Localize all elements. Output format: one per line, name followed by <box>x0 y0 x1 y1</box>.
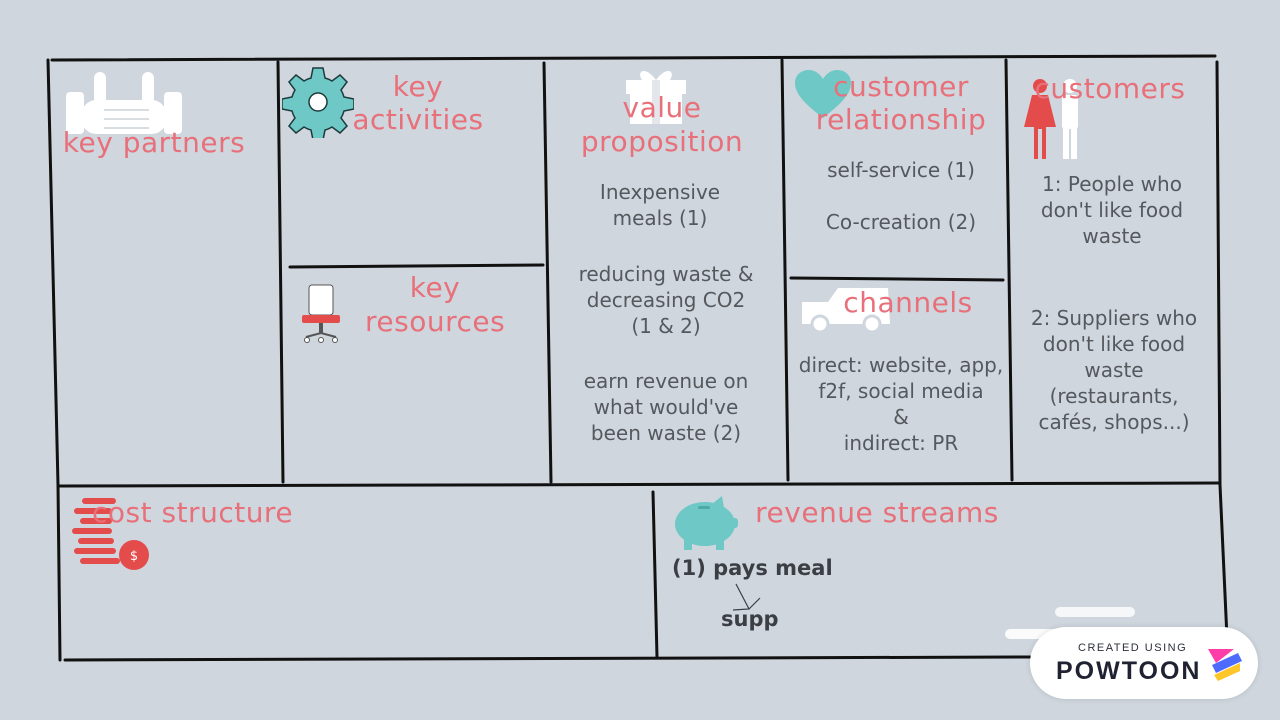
divider-relationship-channels <box>789 276 1005 282</box>
customer-relationship-title-line2: relationship <box>815 103 987 136</box>
revenue-note-2: supp <box>721 607 779 631</box>
value-item-3: earn revenue on what would've been waste… <box>583 369 749 445</box>
office-chair-icon <box>300 283 342 349</box>
divider-partners-activities <box>276 60 285 484</box>
watermark-streak-2 <box>1005 629 1075 639</box>
people-icon <box>1020 77 1086 165</box>
value-item-1: Inexpensive meals (1) <box>599 180 721 230</box>
outer-right-line <box>1215 60 1230 662</box>
relationship-item-1: self-service (1) <box>827 158 975 182</box>
customer-segment-2: 2: Suppliers who don't like food waste (… <box>1030 306 1198 434</box>
divider-activities-resources <box>288 263 545 269</box>
gear-icon <box>281 66 355 142</box>
money-coin-icon: $ <box>70 496 152 574</box>
watermark-small-text: CREATED USING <box>1078 642 1188 654</box>
channels-title: channels <box>843 286 973 319</box>
watermark-streak-1 <box>1055 607 1135 617</box>
outer-bottom-line <box>63 655 1032 662</box>
van-icon <box>800 286 892 338</box>
divider-top-bottom <box>58 481 1222 488</box>
relationship-item-2: Co-creation (2) <box>825 210 977 234</box>
cost-structure-title: cost structure <box>92 496 294 529</box>
divider-cost-revenue <box>651 490 659 659</box>
heart-icon <box>795 70 851 124</box>
value-proposition-title-line2: proposition <box>580 125 744 158</box>
key-resources-title-line2: resources <box>365 305 506 338</box>
value-item-2: reducing waste & decreasing CO2 (1 & 2) <box>578 262 754 338</box>
key-resources-title-line1: key <box>409 271 461 304</box>
customer-relationship-title-line1: customer <box>833 70 969 103</box>
divider-value-relationship <box>780 58 790 482</box>
customers-title: customers <box>1034 72 1186 105</box>
handshake-icon <box>64 70 184 144</box>
divider-activities-value <box>542 61 553 484</box>
powtoon-logo-icon <box>1204 643 1244 687</box>
outer-left-line <box>46 58 62 662</box>
revenue-note-1: (1) pays meal <box>672 556 833 580</box>
powtoon-watermark[interactable]: CREATED USING POWTOON <box>1030 627 1258 699</box>
piggy-bank-icon <box>672 496 738 556</box>
customer-segment-1: 1: People who don't like food waste <box>1040 172 1184 248</box>
key-activities-title-line1: key <box>392 70 444 103</box>
svg-text:$: $ <box>130 549 138 564</box>
divider-relationship-customers <box>1004 58 1014 482</box>
outer-top-line <box>50 54 1217 62</box>
key-partners-title: key partners <box>62 126 246 159</box>
value-proposition-title-line1: value <box>622 91 702 124</box>
key-activities-title-line2: activities <box>352 103 484 136</box>
channels-text: direct: website, app, f2f, social media … <box>798 353 1004 455</box>
revenue-streams-title: revenue streams <box>755 496 999 529</box>
gift-icon <box>624 66 688 128</box>
sketch-arrow <box>732 583 761 611</box>
watermark-brand-text: POWTOON <box>1056 657 1202 685</box>
